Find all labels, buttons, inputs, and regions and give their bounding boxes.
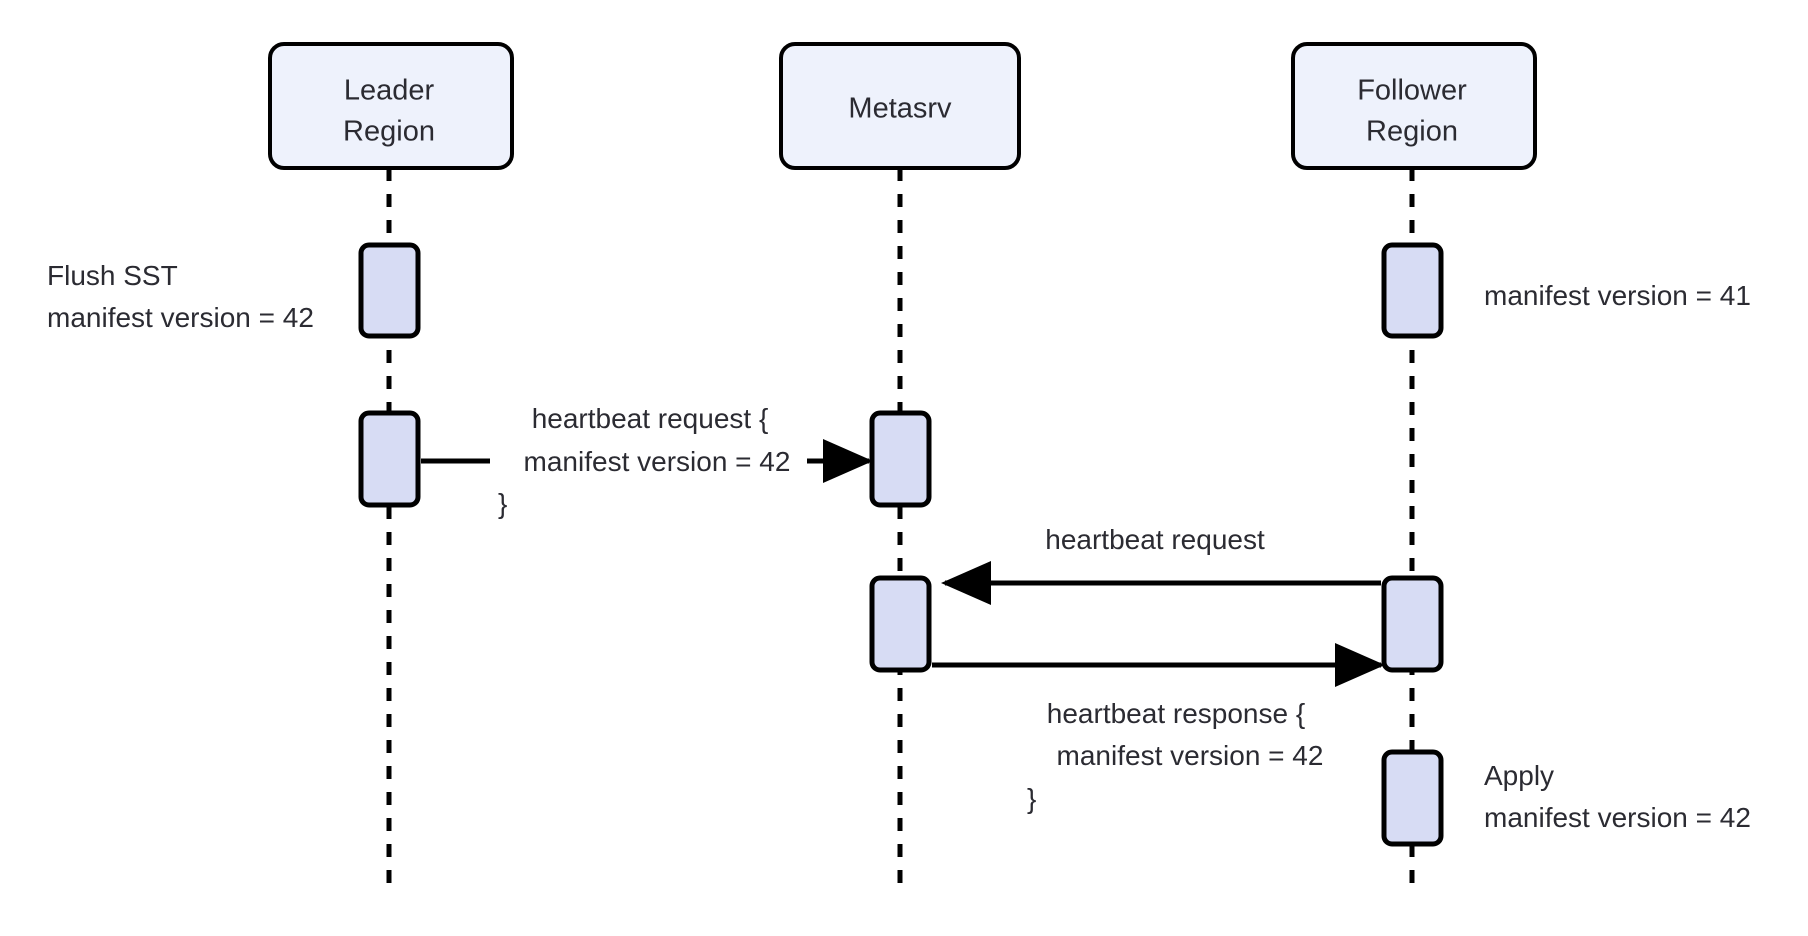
participant-label-metasrv-line1: Metasrv bbox=[848, 93, 952, 125]
participant-label-leader-line1: Leader bbox=[344, 75, 435, 107]
note-apply-line2: manifest version = 42 bbox=[1484, 802, 1751, 833]
message-label-2-line1: heartbeat request bbox=[1045, 524, 1265, 555]
note-follower-version: manifest version = 41 bbox=[1484, 280, 1751, 311]
participant-label-leader-line2: Region bbox=[343, 116, 435, 148]
message-metasrv-to-follower[interactable]: heartbeat response { manifest version = … bbox=[932, 643, 1386, 814]
message-label-3-line2: manifest version = 42 bbox=[1057, 740, 1324, 771]
message-label-1-line1: heartbeat request { bbox=[532, 403, 769, 434]
participant-follower[interactable]: Follower Region bbox=[1291, 42, 1537, 170]
activation-follower-apply[interactable] bbox=[1381, 749, 1444, 847]
message-leader-to-metasrv[interactable]: heartbeat request { manifest version = 4… bbox=[421, 403, 874, 519]
participant-box-leader[interactable] bbox=[268, 42, 514, 170]
participant-metasrv[interactable]: Metasrv bbox=[779, 42, 1021, 170]
note-flush-line1: Flush SST bbox=[47, 260, 178, 291]
message-label-3-line3: } bbox=[1027, 783, 1036, 814]
note-apply-line1: Apply bbox=[1484, 760, 1554, 791]
participant-leader[interactable]: Leader Region bbox=[268, 42, 514, 170]
activation-metasrv-respond[interactable] bbox=[869, 575, 932, 673]
participant-box-follower[interactable] bbox=[1291, 42, 1537, 170]
note-follower-version-line1: manifest version = 41 bbox=[1484, 280, 1751, 311]
note-flush-sst: Flush SST manifest version = 42 bbox=[47, 260, 314, 333]
note-apply: Apply manifest version = 42 bbox=[1484, 760, 1751, 833]
participant-label-follower-line1: Follower bbox=[1357, 75, 1467, 107]
activation-follower-initial[interactable] bbox=[1381, 242, 1444, 339]
message-label-3-line1: heartbeat response { bbox=[1047, 698, 1305, 729]
activation-follower-heartbeat[interactable] bbox=[1381, 575, 1444, 673]
participant-label-follower-line2: Region bbox=[1366, 116, 1458, 148]
message-follower-to-metasrv[interactable]: heartbeat request bbox=[940, 524, 1381, 605]
message-label-1-line2: manifest version = 42 bbox=[524, 446, 791, 477]
note-flush-line2: manifest version = 42 bbox=[47, 302, 314, 333]
activation-leader-heartbeat[interactable] bbox=[358, 410, 421, 508]
activation-metasrv-receive[interactable] bbox=[869, 410, 932, 508]
activation-leader-flush[interactable] bbox=[358, 242, 421, 339]
message-label-1-line3: } bbox=[498, 488, 507, 519]
participant-box-metasrv[interactable] bbox=[779, 42, 1021, 170]
